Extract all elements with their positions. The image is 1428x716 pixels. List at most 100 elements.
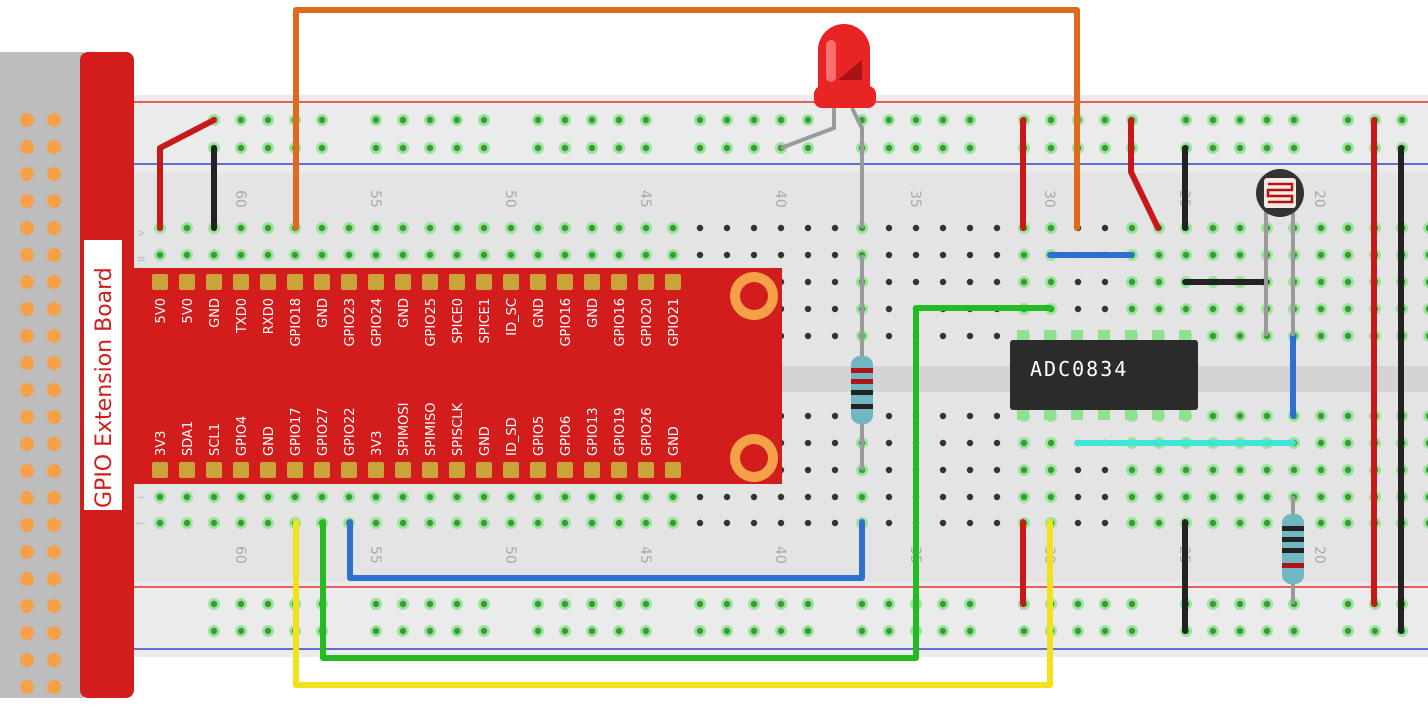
breadboard-hole xyxy=(1317,466,1325,474)
rail-hole xyxy=(588,600,596,608)
t-board-pin-top xyxy=(557,274,573,290)
resistor-ldr-band-2 xyxy=(1282,537,1304,542)
header-pin xyxy=(20,221,34,235)
breadboard-hole xyxy=(1155,519,1163,527)
breadboard-hole xyxy=(264,519,272,527)
header-pin xyxy=(47,572,61,586)
rail-hole xyxy=(615,627,623,635)
pin-label-top: GPIO25 xyxy=(424,298,439,347)
rail-hole xyxy=(264,627,272,635)
breadboard-hole xyxy=(1209,412,1217,420)
wire-blue-gpio22 xyxy=(347,519,865,581)
pin-label-bottom: SCL1 xyxy=(208,423,223,456)
breadboard-hole xyxy=(1101,519,1109,527)
breadboard-hole xyxy=(1317,224,1325,232)
ldr-face xyxy=(1264,178,1296,208)
rail-hole xyxy=(1047,144,1055,152)
header-pin xyxy=(20,518,34,532)
led-leg-anode xyxy=(850,107,864,228)
resistor-led xyxy=(851,255,873,470)
header-pin xyxy=(47,491,61,505)
breadboard-hole xyxy=(1047,224,1055,232)
breadboard-hole xyxy=(1209,493,1217,501)
breadboard-hole xyxy=(1047,278,1055,286)
rail-hole xyxy=(696,116,704,124)
header-pin xyxy=(20,113,34,127)
breadboard-hole xyxy=(804,332,812,340)
rail-hole xyxy=(1101,144,1109,152)
breadboard-hole xyxy=(1423,222,1428,234)
rail-hole xyxy=(399,627,407,635)
breadboard-hole xyxy=(480,224,488,232)
t-board-pin-bottom xyxy=(422,462,438,478)
rail-hole xyxy=(885,116,893,124)
breadboard-hole xyxy=(1425,466,1428,474)
gpio-t-board xyxy=(134,268,782,484)
breadboard-hole xyxy=(1020,251,1028,259)
rail-hole xyxy=(318,116,326,124)
breadboard-hole xyxy=(1344,278,1352,286)
header-pin xyxy=(20,302,34,316)
breadboard-hole xyxy=(561,224,569,232)
breadboard-hole xyxy=(1344,412,1352,420)
breadboard-hole xyxy=(858,493,866,501)
rail-hole xyxy=(885,627,893,635)
breadboard-hole xyxy=(966,332,974,340)
breadboard-hole xyxy=(1020,466,1028,474)
breadboard-hole xyxy=(939,439,947,447)
rail-hole xyxy=(885,600,893,608)
breadboard-hole xyxy=(1155,251,1163,259)
breadboard-hole xyxy=(561,251,569,259)
breadboard-hole xyxy=(993,251,1001,259)
rail-hole xyxy=(615,144,623,152)
header-pin xyxy=(47,383,61,397)
breadboard-hole xyxy=(1236,519,1244,527)
breadboard-hole xyxy=(669,251,677,259)
ldr-trace xyxy=(1266,182,1294,204)
rail-hole xyxy=(642,116,650,124)
pin-label-top: GPIO20 xyxy=(640,298,655,347)
breadboard-hole xyxy=(723,493,731,501)
t-board-pin-top xyxy=(611,274,627,290)
breadboard-hole xyxy=(1074,519,1082,527)
breadboard-hole xyxy=(588,224,596,232)
breadboard-hole xyxy=(885,278,893,286)
breadboard-hole xyxy=(183,493,191,501)
column-number-top: 30 xyxy=(1041,190,1057,208)
t-board-pin-top xyxy=(395,274,411,290)
breadboard-hole xyxy=(318,224,326,232)
rail-hole xyxy=(426,627,434,635)
rail-hole xyxy=(372,627,380,635)
breadboard-hole xyxy=(804,466,812,474)
resistor-led-band-2 xyxy=(851,379,873,384)
breadboard-hole xyxy=(399,493,407,501)
header-pin xyxy=(20,383,34,397)
adc-chip-body xyxy=(1010,340,1198,410)
rail-hole xyxy=(1128,627,1136,635)
rail-hole xyxy=(1101,627,1109,635)
pin-label-bottom: GPIO17 xyxy=(289,407,304,456)
breadboard-hole xyxy=(1155,278,1163,286)
breadboard-hole xyxy=(804,493,812,501)
breadboard-hole xyxy=(1425,439,1428,447)
rail-hole xyxy=(210,627,218,635)
rail-hole xyxy=(1290,144,1298,152)
rail-hole xyxy=(939,144,947,152)
row-letter-a: A xyxy=(135,230,145,237)
t-board-pin-bottom xyxy=(368,462,384,478)
rail-hole xyxy=(426,144,434,152)
rail-hole xyxy=(804,144,812,152)
pin-label-top: GPIO18 xyxy=(289,298,304,347)
breadboard-hole xyxy=(291,251,299,259)
breadboard-hole xyxy=(1236,224,1244,232)
breadboard-hole xyxy=(696,493,704,501)
breadboard-hole xyxy=(993,332,1001,340)
breadboard-hole xyxy=(831,493,839,501)
t-board-pin-top xyxy=(260,274,276,290)
header-pin xyxy=(20,437,34,451)
breadboard-hole xyxy=(345,493,353,501)
t-board-pin-bottom xyxy=(638,462,654,478)
t-board-pin-top xyxy=(422,274,438,290)
breadboard-hole xyxy=(615,251,623,259)
